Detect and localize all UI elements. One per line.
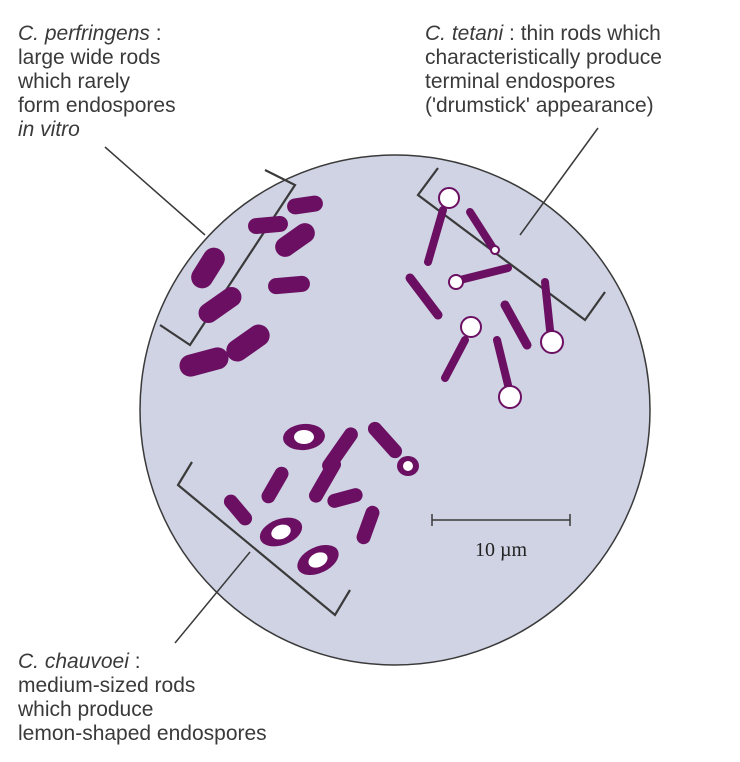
lemon-endospore <box>403 461 413 471</box>
tetani-line-3: ('drumstick' appearance) <box>425 94 654 117</box>
species-name-chauvoei: C. chauvoei <box>18 650 129 673</box>
tetani-rod <box>500 300 532 350</box>
perfringens-rod <box>268 275 310 295</box>
perfringens-rod <box>275 223 315 257</box>
scale-bar: 10 µm <box>431 514 571 561</box>
terminal-endospore <box>540 330 564 354</box>
perfringens-rod <box>198 286 242 324</box>
perfringens-rod <box>226 324 270 362</box>
perfringens-note: in vitro <box>18 118 80 141</box>
chauvoei-rod <box>261 466 289 504</box>
label-chauvoei: C. chauvoei : medium-sized rods which pr… <box>18 650 267 745</box>
tetani-rod <box>541 278 554 334</box>
lemon-endospore <box>271 524 291 540</box>
chauvoei-line-2: which produce <box>18 698 154 721</box>
perfringens-rod <box>248 215 288 235</box>
chauvoei-rod <box>309 457 341 503</box>
chauvoei-group <box>174 421 419 644</box>
chauvoei-leader-line <box>174 551 251 644</box>
terminal-endospore <box>438 187 460 209</box>
perfringens-line-3: form endospores <box>18 94 176 117</box>
terminal-endospore <box>490 245 500 255</box>
chauvoei-line-1: medium-sized rods <box>18 674 196 697</box>
tetani-rod <box>441 336 469 382</box>
perfringens-line-1: large wide rods <box>18 46 161 69</box>
tetani-rod <box>456 264 512 284</box>
perfringens-rod <box>191 247 225 289</box>
chauvoei-rod <box>223 494 253 526</box>
perfringens-leader-line <box>104 146 206 236</box>
microscope-field <box>139 154 651 666</box>
perfringens-bracket <box>159 169 297 347</box>
perfringens-rod <box>179 347 229 377</box>
label-tetani: C. tetani : thin rods which characterist… <box>425 22 662 117</box>
tetani-rod <box>424 206 447 266</box>
chauvoei-bracket <box>176 461 351 617</box>
terminal-endospore <box>498 385 522 409</box>
perfringens-line-2: which rarely <box>18 70 131 93</box>
tetani-rod <box>405 273 443 320</box>
tetani-line-1: characteristically produce <box>425 46 662 69</box>
terminal-endospore <box>448 274 464 290</box>
chauvoei-rod <box>367 421 403 459</box>
tetani-bracket <box>416 167 606 322</box>
tetani-rod <box>466 208 497 252</box>
tetani-rod <box>493 336 512 389</box>
terminal-endospore <box>460 316 482 338</box>
species-name-perfringens: C. perfringens <box>18 22 150 45</box>
tetani-line-2: terminal endospores <box>425 70 616 93</box>
chauvoei-rod <box>356 505 380 545</box>
chauvoei-rod <box>327 488 363 508</box>
tetani-leader-line <box>519 127 599 236</box>
lemon-endospore <box>308 552 328 568</box>
lemon-endospore <box>294 430 314 444</box>
scale-bar-label: 10 µm <box>475 539 528 561</box>
label-perfringens: C. perfringens : large wide rods which r… <box>18 22 176 141</box>
perfringens-group <box>104 146 323 377</box>
tetani-group <box>405 127 606 409</box>
perfringens-rod <box>287 195 323 215</box>
chauvoei-line-3: lemon-shaped endospores <box>18 722 267 745</box>
species-name-tetani: C. tetani <box>425 22 504 45</box>
